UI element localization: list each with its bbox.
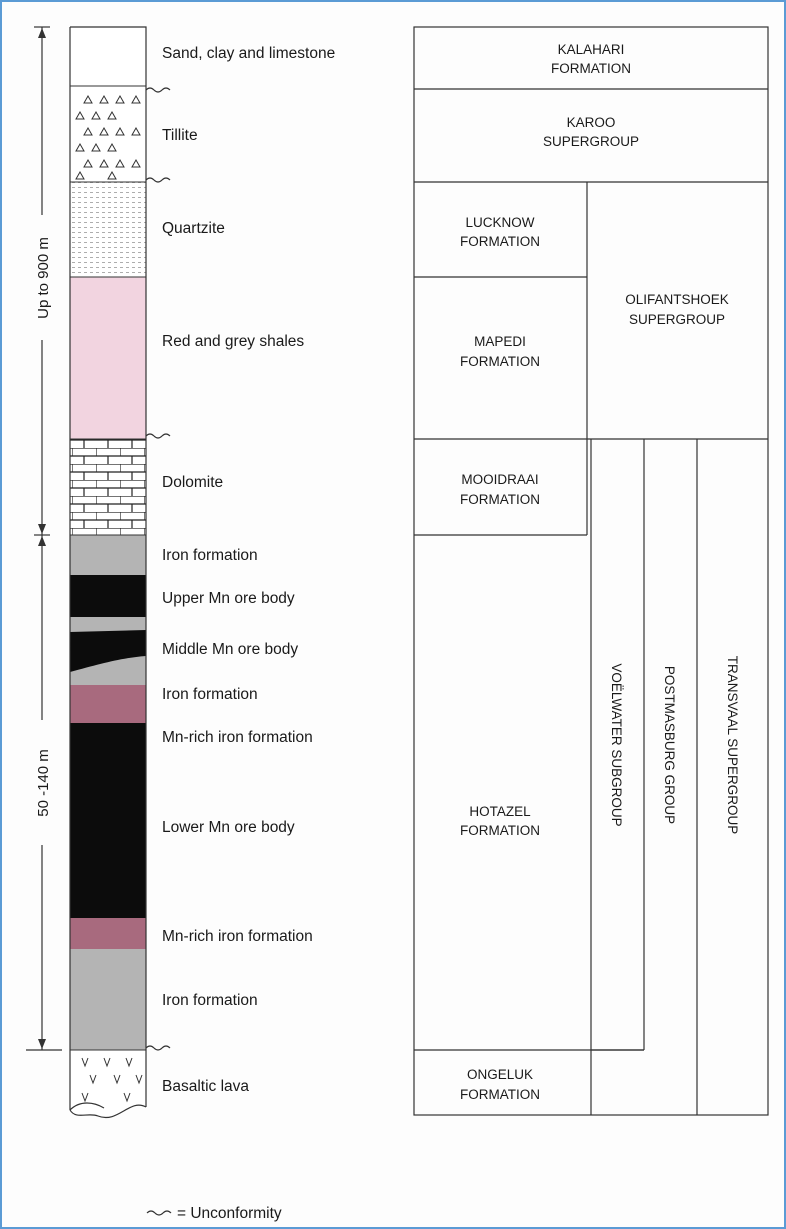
- layer-label: Tillite: [162, 127, 198, 144]
- layer-label: Quartzite: [162, 220, 225, 237]
- kalahari-formation: KALAHARI FORMATION: [551, 42, 631, 76]
- svg-text:KAROO: KAROO: [567, 115, 616, 130]
- unconformity-symbol-icon: [147, 1211, 171, 1215]
- scale-label-upper: Up to 900 m: [35, 237, 52, 319]
- layer-mn-rich-iron-2: [70, 918, 146, 949]
- scale-label-lower: 50 -140 m: [35, 749, 52, 817]
- layer-labels: Sand, clay and limestone Tillite Quartzi…: [162, 45, 335, 1095]
- layer-label: Red and grey shales: [162, 333, 304, 350]
- svg-text:FORMATION: FORMATION: [460, 234, 540, 249]
- layer-label: Basaltic lava: [162, 1078, 249, 1095]
- svg-text:KALAHARI: KALAHARI: [558, 42, 625, 57]
- layer-red-grey-shales: [70, 277, 146, 439]
- layer-mn-rich-iron-1: [70, 685, 146, 723]
- layer-label: Middle Mn ore body: [162, 641, 298, 658]
- scale-bar-upper: Up to 900 m: [30, 27, 54, 535]
- olifantshoek-supergroup: OLIFANTSHOEK SUPERGROUP: [625, 292, 729, 327]
- karoo-supergroup: KAROO SUPERGROUP: [543, 115, 639, 149]
- layer-iron-formation-3: [70, 949, 146, 1050]
- hotazel-formation: HOTAZEL FORMATION: [460, 804, 540, 838]
- svg-text:FORMATION: FORMATION: [551, 61, 631, 76]
- layer-sand-clay-limestone: [70, 27, 146, 86]
- svg-text:MOOIDRAAI: MOOIDRAAI: [461, 472, 538, 487]
- layer-label: Sand, clay and limestone: [162, 45, 335, 62]
- legend-text: = Unconformity: [177, 1205, 282, 1222]
- layer-lower-mn-ore: [70, 723, 146, 918]
- layer-quartzite: [70, 182, 146, 277]
- scale-bar-lower: 50 -140 m: [26, 535, 62, 1050]
- layer-dolomite: [70, 439, 146, 535]
- postmasburg-group: POSTMASBURG GROUP: [662, 666, 677, 824]
- svg-text:MAPEDI: MAPEDI: [474, 334, 526, 349]
- layer-basaltic-lava: [70, 1050, 146, 1118]
- lucknow-formation: LUCKNOW FORMATION: [460, 215, 540, 249]
- svg-text:FORMATION: FORMATION: [460, 823, 540, 838]
- svg-text:HOTAZEL: HOTAZEL: [469, 804, 531, 819]
- svg-text:SUPERGROUP: SUPERGROUP: [543, 134, 639, 149]
- svg-text:FORMATION: FORMATION: [460, 354, 540, 369]
- lithologic-column: [70, 27, 146, 1118]
- svg-text:LUCKNOW: LUCKNOW: [465, 215, 534, 230]
- svg-text:SUPERGROUP: SUPERGROUP: [629, 312, 725, 327]
- legend: = Unconformity: [147, 1205, 282, 1222]
- mapedi-formation: MAPEDI FORMATION: [460, 334, 540, 369]
- formation-names: KALAHARI FORMATION KAROO SUPERGROUP LUCK…: [460, 42, 740, 1102]
- svg-text:FORMATION: FORMATION: [460, 492, 540, 507]
- layer-label: Iron formation: [162, 686, 258, 703]
- layer-label: Mn-rich iron formation: [162, 729, 313, 746]
- voelwater-subgroup: VOËLWATER SUBGROUP: [609, 663, 624, 826]
- ongeluk-formation: ONGELUK FORMATION: [460, 1067, 540, 1102]
- layer-label: Dolomite: [162, 474, 223, 491]
- layer-label: Upper Mn ore body: [162, 590, 295, 607]
- layer-label: Iron formation: [162, 547, 258, 564]
- svg-text:ONGELUK: ONGELUK: [467, 1067, 533, 1082]
- layer-label: Mn-rich iron formation: [162, 928, 313, 945]
- stratigraphic-table-grid: [414, 27, 768, 1115]
- svg-text:FORMATION: FORMATION: [460, 1087, 540, 1102]
- layer-upper-mn-ore: [70, 575, 146, 617]
- svg-text:OLIFANTSHOEK: OLIFANTSHOEK: [625, 292, 729, 307]
- transvaal-supergroup: TRANSVAAL SUPERGROUP: [725, 656, 740, 835]
- layer-label: Iron formation: [162, 992, 258, 1009]
- mooidraai-formation: MOOIDRAAI FORMATION: [460, 472, 540, 507]
- layer-label: Lower Mn ore body: [162, 819, 295, 836]
- layer-iron-formation-1: [70, 535, 146, 575]
